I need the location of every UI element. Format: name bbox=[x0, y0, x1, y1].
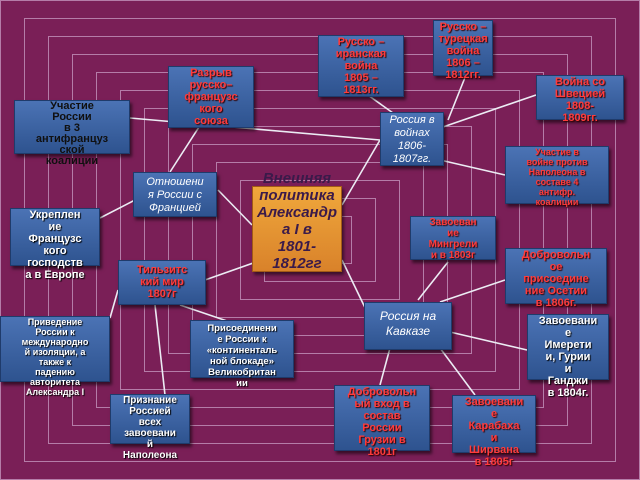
node-label: Русско – турецкая война 1806 – 1812гг. bbox=[438, 21, 488, 81]
node-label: Участие России в 3 антифранцуз ской коал… bbox=[35, 100, 109, 167]
node-recognition-of-conquests: Признание Россией всех завоевани й Напол… bbox=[110, 394, 190, 461]
node-french-domination: Укреплен ие Французс кого господств а в … bbox=[10, 208, 100, 281]
edge-center-france bbox=[217, 189, 253, 226]
node-label: Укреплен ие Французс кого господств а в … bbox=[25, 209, 85, 281]
node-tilsit-peace: Тильзитс кий мир 1807г bbox=[118, 260, 206, 305]
node-international-isolation: Приведение России к международно й изоля… bbox=[0, 316, 110, 397]
node-break-of-alliance: Разрыв русско– французс кого союза bbox=[168, 66, 254, 128]
edge-caucasus-imereti bbox=[449, 331, 528, 351]
edge-wars-coal4 bbox=[439, 159, 506, 176]
node-label: Тильзитс кий мир 1807г bbox=[136, 264, 188, 300]
node-label: Завоевани е Имерети и, Гурии и Ганджи в … bbox=[538, 315, 598, 399]
edge-wars-turkey bbox=[447, 74, 467, 121]
node-label: Добровольн ое присоедине ние Осетии в 18… bbox=[521, 249, 591, 309]
edge-caucasus-ossetia bbox=[439, 279, 506, 303]
node-label: Приведение России к международно й изоля… bbox=[21, 317, 89, 397]
node-label: Отношени я России с Францией bbox=[146, 176, 204, 214]
node-russo-turkish-war: Русско – турецкая война 1806 – 1812гг. bbox=[433, 20, 493, 81]
node-georgia-accession: Добровольн ый вход в состав России Грузи… bbox=[334, 385, 430, 458]
node-ossetia-accession: Добровольн ое присоедине ние Осетии в 18… bbox=[505, 248, 607, 309]
node-label: Участие в войне против Наполеона в соста… bbox=[526, 147, 588, 207]
edge-caucasus-mingrelia bbox=[417, 261, 449, 301]
node-label: Разрыв русско– французс кого союза bbox=[184, 67, 238, 127]
node-relations-with-france: Отношени я России с Францией bbox=[133, 172, 217, 217]
node-continental-blockade: Присоединени е России к «континенталь но… bbox=[190, 320, 294, 389]
node-label: Завоевани е Карабаха и Ширвана в 1805г bbox=[464, 396, 524, 468]
node-russia-in-wars: Россия в войнах 1806- 1807гг. bbox=[380, 112, 444, 166]
node-karabakh-conquest: Завоевани е Карабаха и Ширвана в 1805г bbox=[452, 395, 536, 468]
node-label: Добровольн ый вход в состав России Грузи… bbox=[347, 386, 417, 458]
edge-caucasus-karabakh bbox=[439, 347, 476, 396]
node-war-with-sweden: Война со Швецией 1808- 1809гг. bbox=[536, 75, 624, 124]
edge-center-wars bbox=[341, 139, 381, 206]
edge-tilsit-isolation bbox=[109, 289, 119, 319]
edge-tilsit-blockade bbox=[179, 304, 231, 323]
node-label: Признание Россией всех завоевани й Напол… bbox=[122, 395, 178, 461]
edge-france-domination bbox=[99, 199, 136, 219]
edge-caucasus-georgia bbox=[379, 347, 391, 386]
central-node bbox=[252, 186, 342, 272]
node-label: Россия на Кавказе bbox=[379, 309, 437, 338]
edge-center-tilsit bbox=[204, 261, 257, 281]
edge-tilsit-recognition bbox=[154, 304, 166, 396]
node-label: Война со Швецией 1808- 1809гг. bbox=[554, 76, 606, 124]
node-label: Россия в войнах 1806- 1807гг. bbox=[389, 114, 435, 165]
node-imereti-conquest: Завоевани е Имерети и, Гурии и Ганджи в … bbox=[527, 314, 609, 399]
node-label: Завоеван ие Мингрели и в 1803г bbox=[428, 217, 478, 261]
page-title: Внешняя политика Александр а I в 1801- 1… bbox=[256, 170, 338, 272]
node-fourth-coalition: Участие в войне против Наполеона в соста… bbox=[505, 146, 609, 207]
node-mingrelia-conquest: Завоеван ие Мингрели и в 1803г bbox=[410, 216, 496, 261]
node-label: Русско – иранская война 1805 – 1813гг. bbox=[335, 36, 387, 96]
edge-wars-sweden bbox=[439, 94, 537, 129]
node-russia-in-caucasus: Россия на Кавказе bbox=[364, 302, 452, 350]
node-russo-persian-war: Русско – иранская война 1805 – 1813гг. bbox=[318, 35, 404, 97]
node-third-coalition: Участие России в 3 антифранцуз ской коал… bbox=[14, 100, 130, 167]
node-label: Присоединени е России к «континенталь но… bbox=[206, 323, 278, 389]
